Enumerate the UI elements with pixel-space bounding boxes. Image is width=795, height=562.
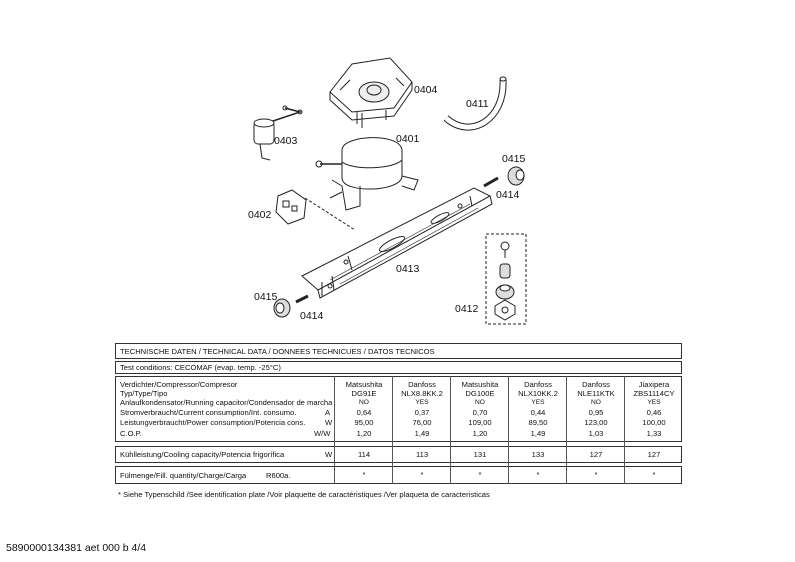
hose-drawing bbox=[443, 76, 507, 131]
col1-maker: Matsushita bbox=[345, 380, 383, 389]
fill-quantity-label: Fülmenge/Fill. quantity/Charge/Carga bbox=[120, 471, 247, 480]
tech-data-title-box: TECHNISCHE DATEN / TECHNICAL DATA / DONN… bbox=[115, 343, 682, 359]
row-label-capacitor: Anlaufkondensator/Running capacitor/Cond… bbox=[120, 398, 333, 407]
compressor-data-box: Verdichter/Compressor/Compresor Typ/Type… bbox=[115, 376, 682, 442]
col6-maker: Jiaxipera bbox=[638, 380, 670, 389]
fill-quantity-box: Fülmenge/Fill. quantity/Charge/Carga R60… bbox=[115, 466, 682, 484]
col4-maker: Danfoss bbox=[524, 380, 552, 389]
row-unit-cop: W/W bbox=[314, 429, 331, 438]
col3-maker: Matsushita bbox=[461, 380, 499, 389]
base-rail-drawing bbox=[301, 187, 493, 299]
row-label-power: Leistungverbraucht/Power consumption/Pot… bbox=[120, 418, 306, 427]
part-label-0402: 0402 bbox=[248, 209, 272, 221]
document-id: 5890000134381 aet 000 b 4/4 bbox=[6, 542, 147, 554]
row-label-type: Typ/Type/Tipo bbox=[120, 389, 168, 398]
part-label-0414-lower: 0414 bbox=[300, 310, 324, 322]
part-label-0413: 0413 bbox=[396, 263, 420, 275]
part-label-0404: 0404 bbox=[414, 84, 438, 96]
col1-cop: 1,20 bbox=[356, 429, 372, 438]
col2-type: NLX8.8KK.2 bbox=[401, 389, 443, 398]
col6-capacitor: YES bbox=[647, 399, 661, 406]
row-label-compressor: Verdichter/Compressor/Compresor bbox=[120, 380, 238, 389]
part-label-0403: 0403 bbox=[274, 135, 298, 147]
test-conditions: Test conditions: CECOMAF (evap. temp. -2… bbox=[120, 363, 281, 372]
col2-cop: 1,49 bbox=[414, 429, 430, 438]
relay-drawing bbox=[275, 189, 307, 225]
cooling-capacity-unit: W bbox=[325, 450, 333, 459]
col2-cooling: 113 bbox=[415, 450, 429, 459]
col4-type: NLX10KK.2 bbox=[518, 389, 558, 398]
grommet-upper-drawing bbox=[483, 166, 525, 188]
col6-cop: 1,33 bbox=[646, 429, 662, 438]
capacitor-drawing bbox=[253, 105, 303, 161]
grommet-lower-drawing bbox=[273, 294, 309, 318]
col5-fill: * bbox=[594, 470, 598, 479]
col4-fill: * bbox=[536, 470, 540, 479]
col5-cooling: 127 bbox=[589, 450, 603, 459]
part-label-0412: 0412 bbox=[455, 303, 479, 315]
test-conditions-box: Test conditions: CECOMAF (evap. temp. -2… bbox=[115, 361, 682, 374]
row-label-current: Stromverbraucht/Current consumption/Int.… bbox=[120, 408, 297, 417]
fill-refrigerant: R600a. bbox=[266, 471, 291, 480]
col6-cooling: 127 bbox=[647, 450, 661, 459]
exploded-parts-diagram bbox=[253, 57, 527, 325]
compressor-tray-drawing bbox=[329, 57, 413, 128]
col3-capacitor: NO bbox=[475, 399, 485, 406]
col2-maker: Danfoss bbox=[408, 380, 436, 389]
cooling-capacity-box: Kühlleistung/Cooling capacity/Potencia f… bbox=[115, 446, 682, 463]
part-label-0401: 0401 bbox=[396, 133, 420, 145]
col5-cop: 1,03 bbox=[588, 429, 604, 438]
col1-cooling: 114 bbox=[357, 450, 371, 459]
col5-current: 0,95 bbox=[588, 408, 604, 417]
col4-current: 0,44 bbox=[530, 408, 546, 417]
part-label-0411: 0411 bbox=[466, 98, 489, 110]
col1-current: 0,64 bbox=[356, 408, 372, 417]
col6-current: 0,46 bbox=[646, 408, 662, 417]
col5-type: NLE11KTK bbox=[577, 389, 615, 398]
cooling-capacity-label: Kühlleistung/Cooling capacity/Potencia f… bbox=[120, 450, 285, 459]
col2-current: 0,37 bbox=[414, 408, 430, 417]
col6-power: 100,00 bbox=[642, 418, 666, 427]
col4-cop: 1,49 bbox=[530, 429, 546, 438]
col1-power: 95,00 bbox=[354, 418, 374, 427]
col5-maker: Danfoss bbox=[582, 380, 610, 389]
col3-type: DG100E bbox=[465, 389, 495, 398]
tech-data-title: TECHNISCHE DATEN / TECHNICAL DATA / DONN… bbox=[120, 347, 435, 356]
row-unit-power: W bbox=[325, 418, 333, 427]
row-unit-current: A bbox=[325, 408, 331, 417]
col2-capacitor: YES bbox=[415, 399, 429, 406]
col3-cop: 1,20 bbox=[472, 429, 488, 438]
col1-capacitor: NO bbox=[359, 399, 369, 406]
col1-fill: * bbox=[362, 470, 366, 479]
col3-fill: * bbox=[478, 470, 482, 479]
col5-capacitor: NO bbox=[591, 399, 601, 406]
row-label-cop: C.O.P. bbox=[120, 429, 142, 438]
part-label-0414-upper: 0414 bbox=[496, 189, 520, 201]
col4-cooling: 133 bbox=[531, 450, 545, 459]
fastener-kit-drawing bbox=[485, 233, 527, 325]
col3-current: 0,70 bbox=[472, 408, 488, 417]
col4-capacitor: YES bbox=[531, 399, 545, 406]
col1-type: DG91E bbox=[351, 389, 377, 398]
col6-fill: * bbox=[652, 470, 656, 479]
col2-power: 76,00 bbox=[412, 418, 432, 427]
col6-type: ZBS1114CY bbox=[633, 389, 675, 398]
footnote: * Siehe Typenschild /See identification … bbox=[118, 490, 490, 499]
compressor-drawing bbox=[315, 137, 419, 211]
part-label-0415-lower: 0415 bbox=[254, 291, 278, 303]
col5-power: 123,00 bbox=[584, 418, 608, 427]
col3-cooling: 131 bbox=[473, 450, 487, 459]
part-label-0415-upper: 0415 bbox=[502, 153, 526, 165]
col2-fill: * bbox=[420, 470, 424, 479]
col3-power: 109,00 bbox=[468, 418, 492, 427]
col4-power: 89,50 bbox=[528, 418, 548, 427]
